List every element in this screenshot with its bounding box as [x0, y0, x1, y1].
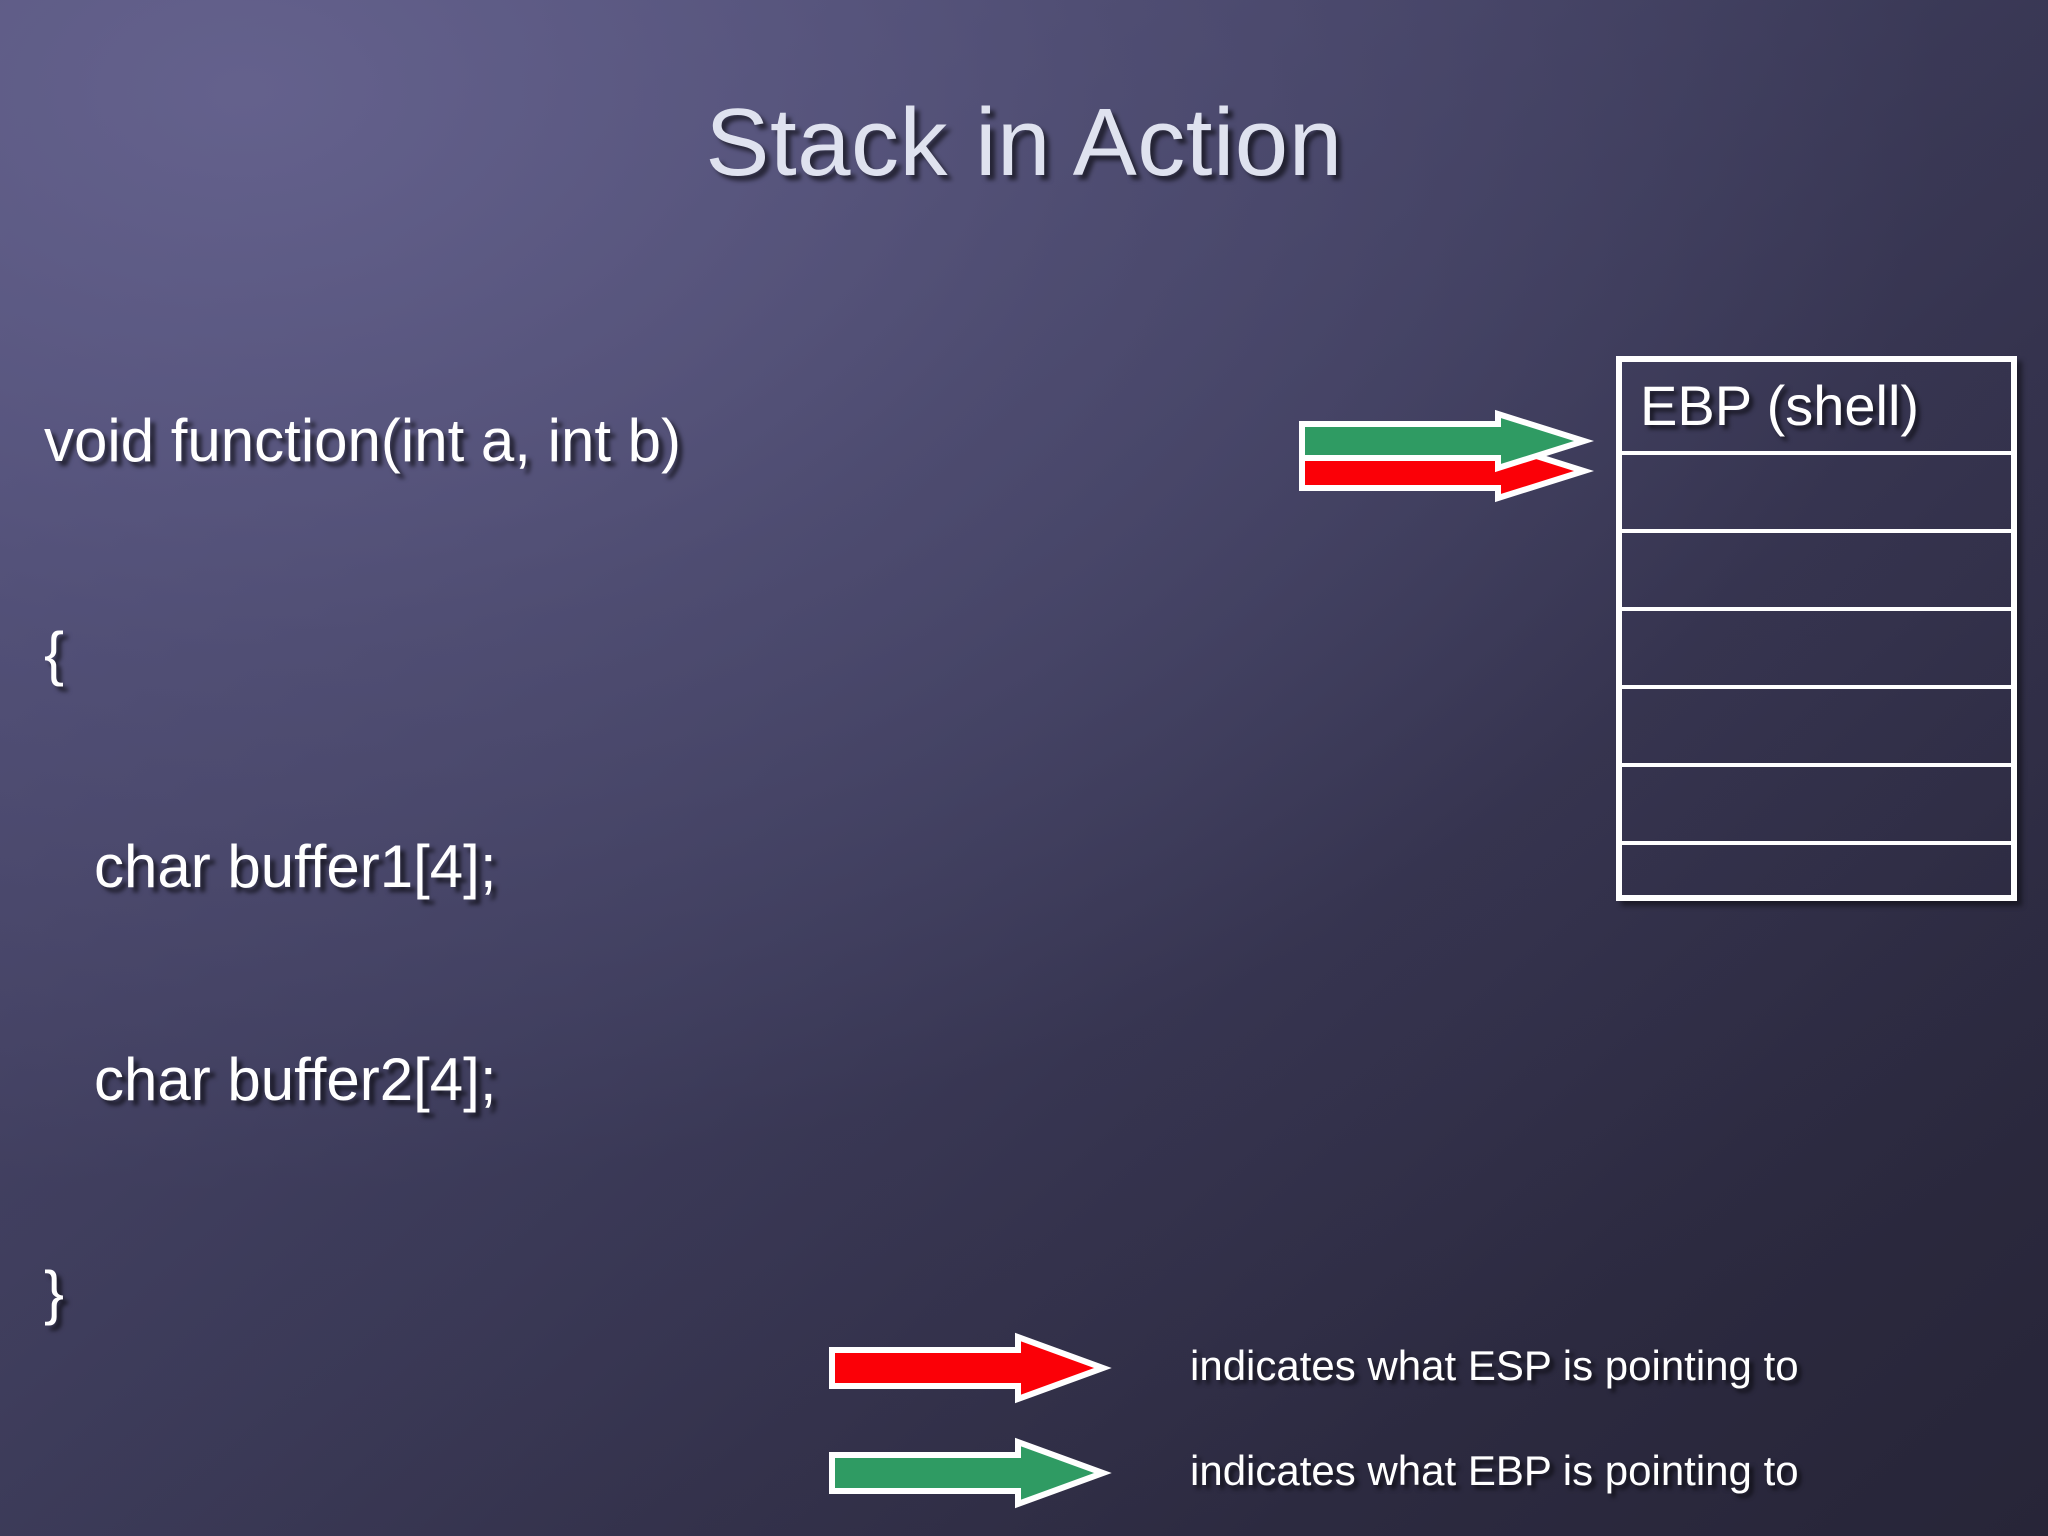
stack-diagram: EBP (shell) — [1616, 356, 2017, 901]
code-line: { — [44, 620, 65, 687]
stack-cell — [1622, 689, 2011, 767]
code-line: void function(int a, int b) — [44, 407, 682, 474]
stack-cell — [1622, 611, 2011, 689]
stack-cell — [1622, 845, 2011, 895]
stack-cell: EBP (shell) — [1622, 362, 2011, 455]
code-line: } — [44, 1259, 65, 1326]
legend-label-esp: indicates what ESP is pointing to — [1190, 1342, 1799, 1389]
stack-cell-label: EBP (shell) — [1640, 373, 1920, 437]
ebp-pointer-arrow-icon — [1298, 409, 1595, 473]
code-line: char buffer2[4]; — [44, 1046, 497, 1113]
stack-cell — [1622, 533, 2011, 611]
legend-label-ebp: indicates what EBP is pointing to — [1190, 1447, 1799, 1494]
legend-red-arrow-icon — [828, 1332, 1112, 1404]
code-listing: void function(int a, int b) { char buffe… — [44, 263, 1104, 1536]
stack-cell — [1622, 767, 2011, 845]
legend-green-arrow-icon — [828, 1437, 1112, 1509]
page-title: Stack in Action — [705, 89, 1343, 196]
stack-pointer-arrows — [1298, 409, 1598, 503]
stack-cell — [1622, 455, 2011, 533]
code-line: char buffer1[4]; — [44, 833, 497, 900]
